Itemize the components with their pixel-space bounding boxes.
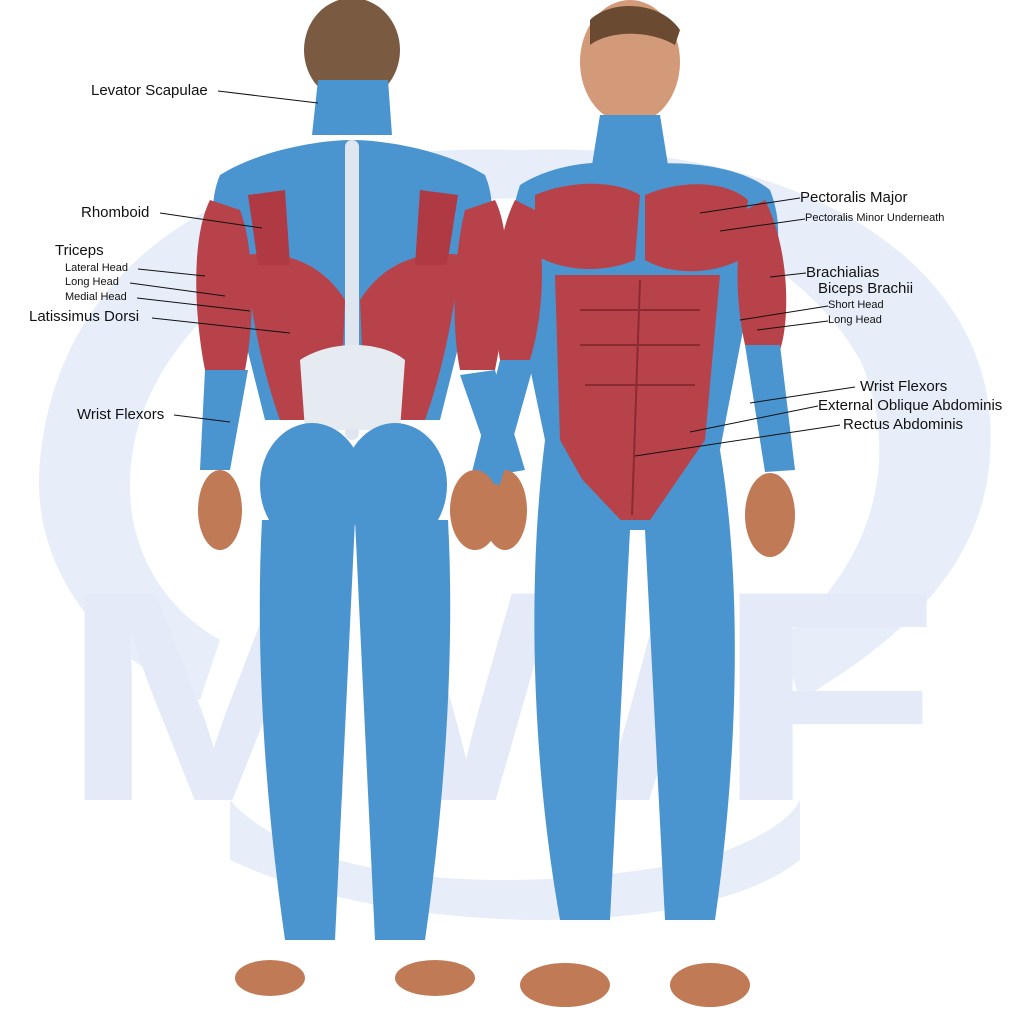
label-wrist-flexors-front: Wrist Flexors <box>860 378 948 395</box>
leader-lines <box>129 90 856 457</box>
pectoralis-major-highlight <box>535 183 640 270</box>
label-triceps-lateral-head: Lateral Head <box>65 262 128 274</box>
abdominals-highlight <box>555 275 720 520</box>
label-triceps-long-head: Long Head <box>65 276 119 288</box>
svg-text:MWF: MWF <box>60 528 940 864</box>
label-rectus-abdominis: Rectus Abdominis <box>843 416 964 433</box>
label-external-oblique: External Oblique Abdominis <box>818 397 1003 414</box>
rhomboid-highlight <box>248 190 290 265</box>
label-biceps-brachii: Biceps Brachii <box>818 280 914 297</box>
label-biceps-short-head: Short Head <box>828 299 884 311</box>
label-biceps-long-head: Long Head <box>828 314 882 326</box>
front-view-figure <box>450 0 795 1007</box>
label-rhomboid: Rhomboid <box>81 204 150 221</box>
watermark-logo: MWF <box>38 149 991 920</box>
label-pectoralis-major: Pectoralis Major <box>800 189 908 206</box>
label-latissimus-dorsi: Latissimus Dorsi <box>29 308 140 325</box>
label-wrist-flexors-back: Wrist Flexors <box>77 406 165 423</box>
label-triceps-medial-head: Medial Head <box>65 291 127 303</box>
label-levator-scapulae: Levator Scapulae <box>91 82 208 99</box>
label-pectoralis-minor: Pectoralis Minor Underneath <box>805 212 945 224</box>
label-brachialias: Brachialias <box>806 264 880 281</box>
back-view-figure <box>196 0 527 996</box>
biceps-highlight <box>737 200 787 350</box>
label-triceps: Triceps <box>55 242 104 259</box>
